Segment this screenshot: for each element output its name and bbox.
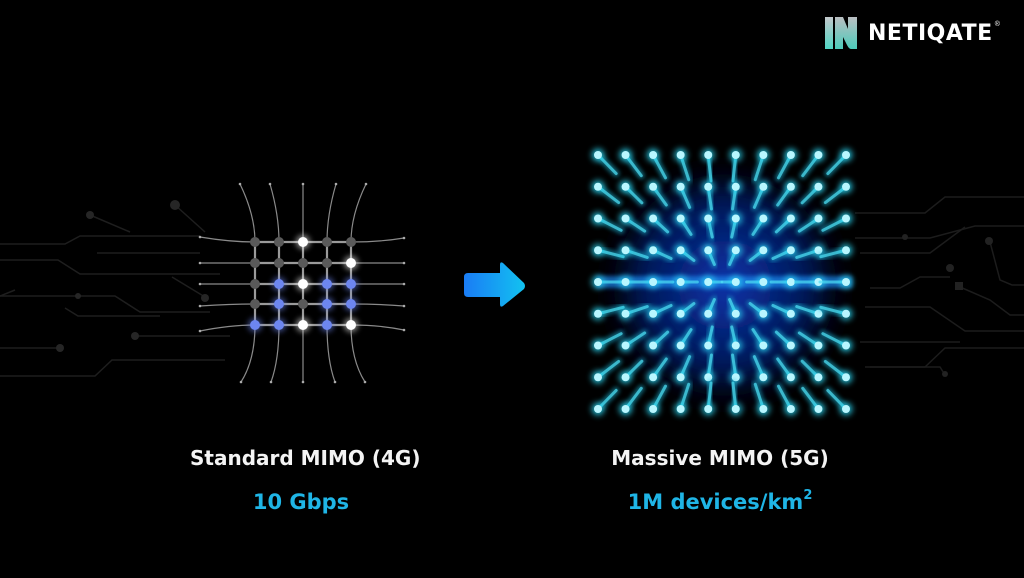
brand-name: NETIQATE bbox=[868, 20, 993, 46]
massive-mimo-value-main: 1M devices/km bbox=[627, 490, 804, 514]
n-logo-icon bbox=[825, 17, 857, 49]
standard-mimo-grid bbox=[198, 182, 406, 384]
massive-mimo-value-exponent: 2 bbox=[803, 488, 813, 503]
right-arrow-icon bbox=[464, 262, 525, 307]
massive-mimo-value: 1M devices/km2 bbox=[600, 488, 840, 514]
circuit-traces-right bbox=[855, 196, 1024, 376]
registered-mark: ® bbox=[994, 20, 1000, 28]
circuit-traces-left bbox=[0, 204, 230, 377]
standard-mimo-title: Standard MIMO (4G) bbox=[190, 446, 421, 470]
netiqate-logo[interactable]: NETIQATE ® bbox=[824, 14, 1000, 52]
standard-mimo-value: 10 Gbps bbox=[252, 490, 350, 514]
massive-mimo-title: Massive MIMO (5G) bbox=[611, 446, 829, 470]
massive-mimo-array bbox=[591, 148, 853, 416]
